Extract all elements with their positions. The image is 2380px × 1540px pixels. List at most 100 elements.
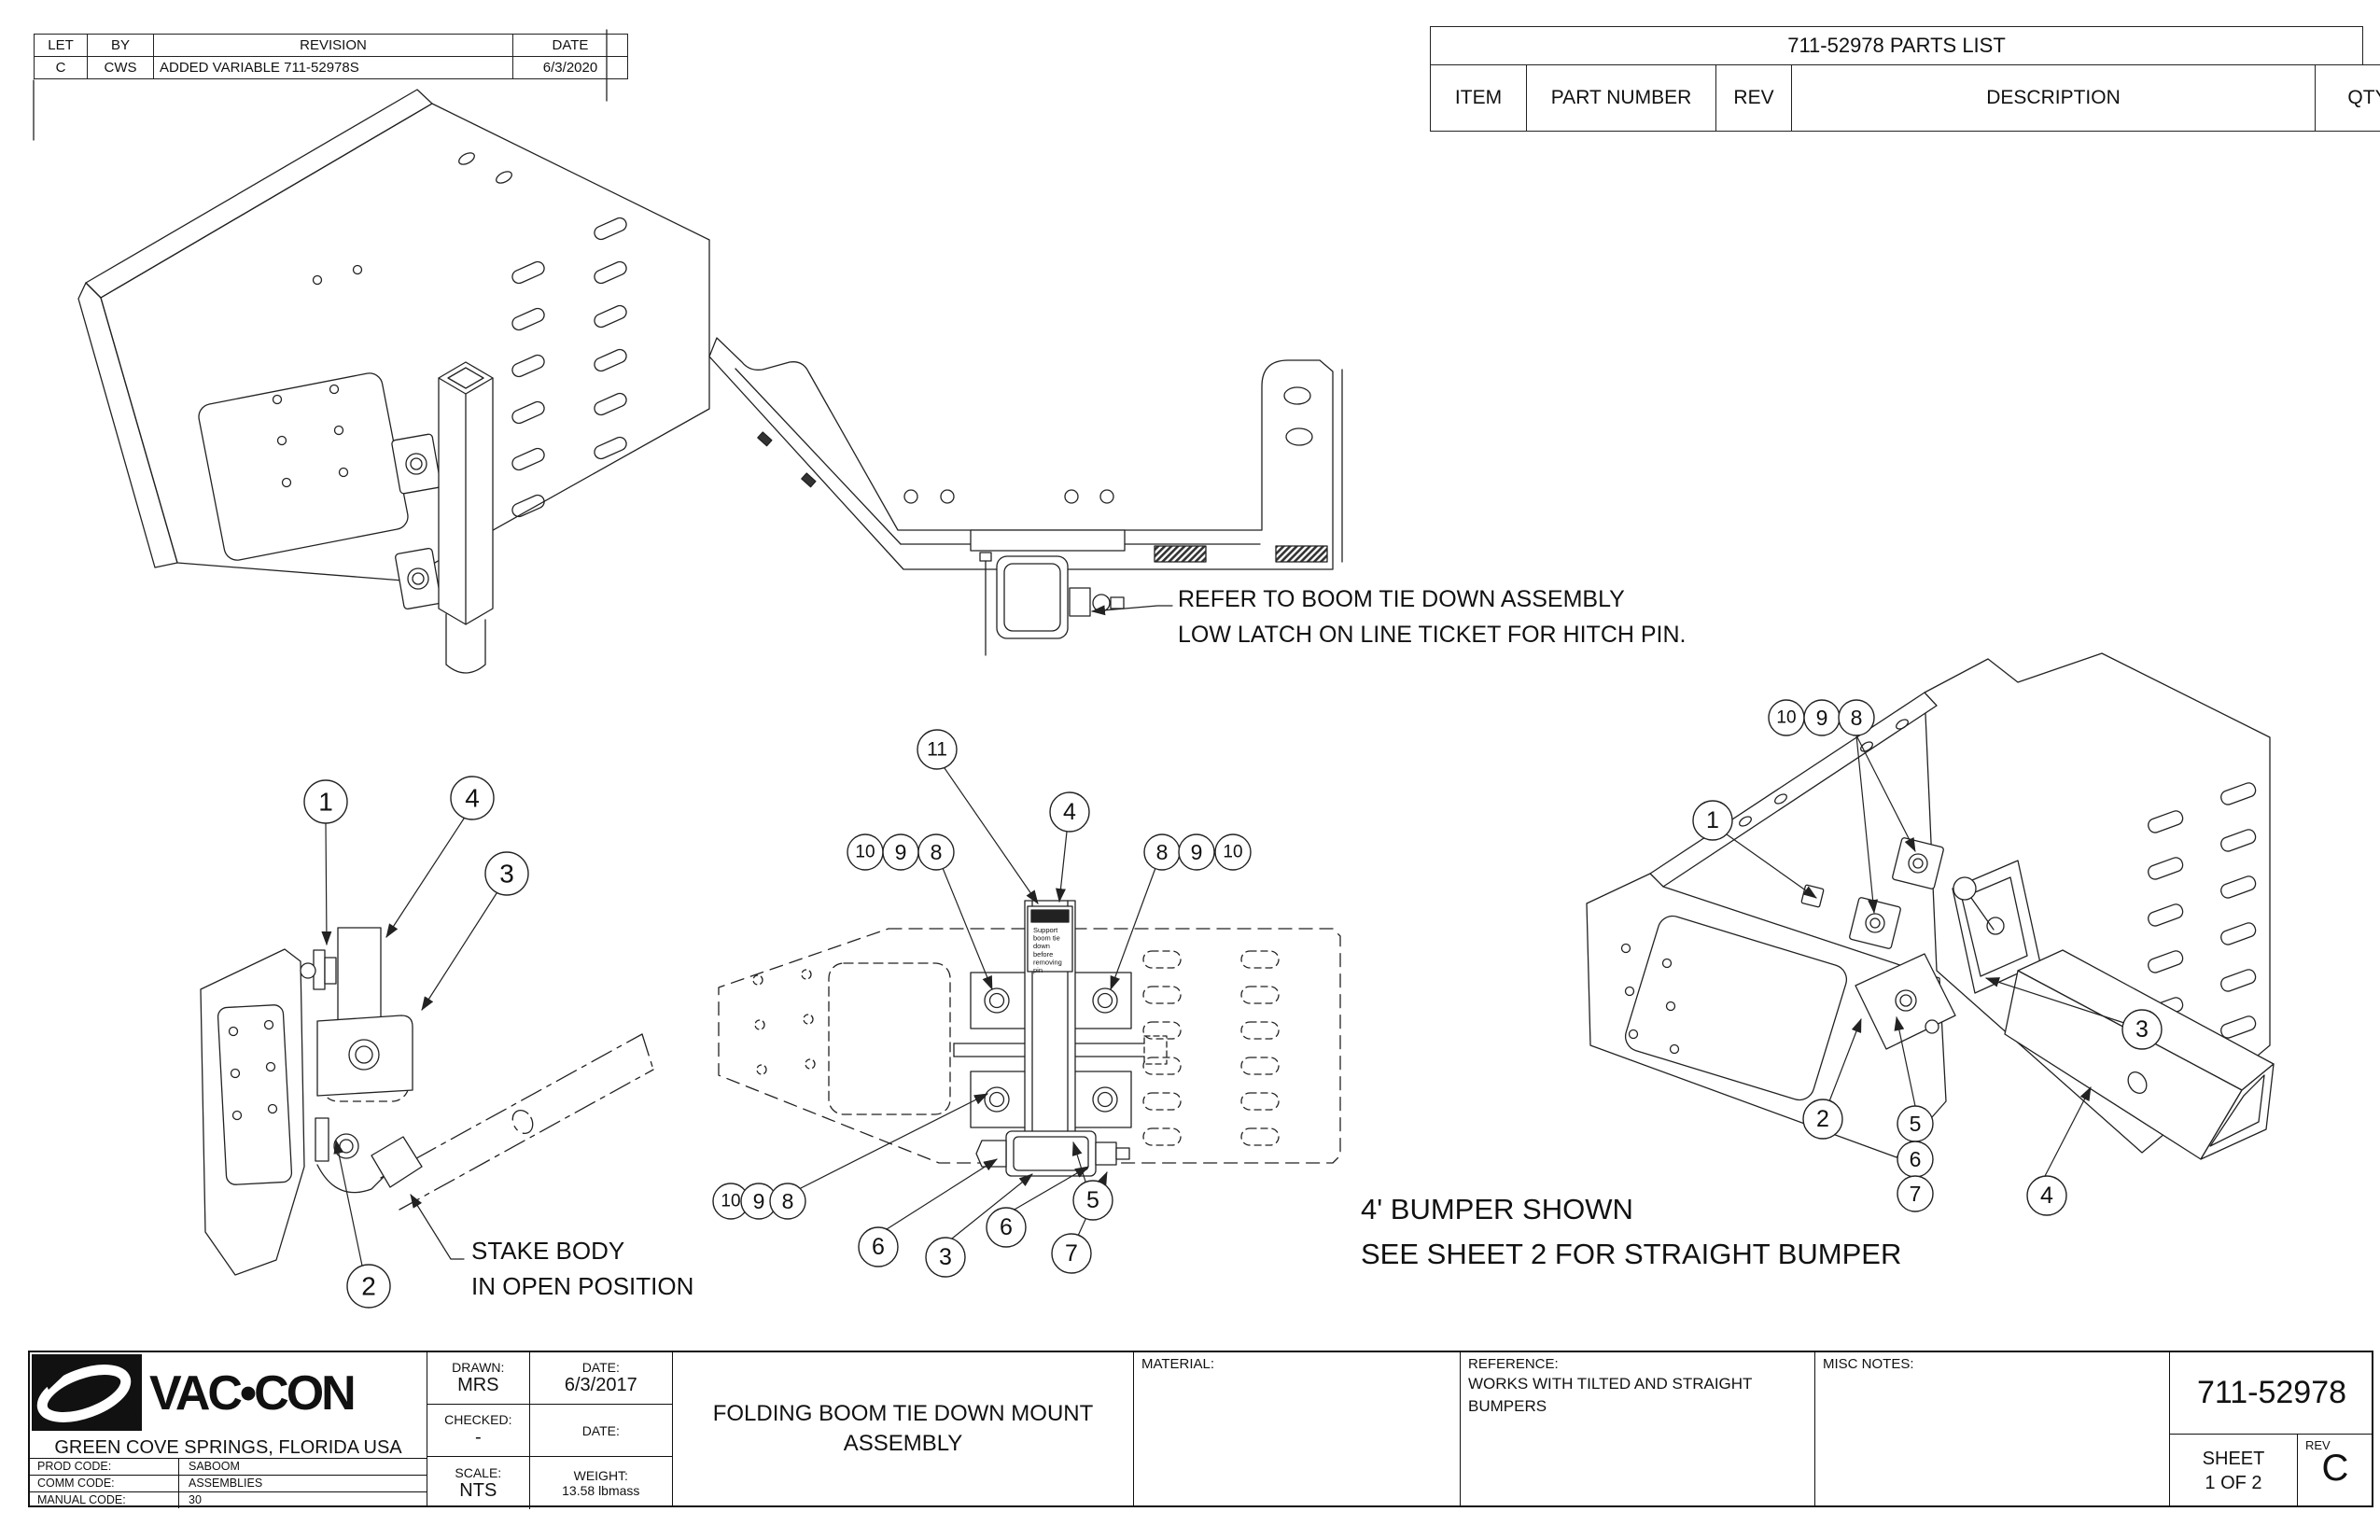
checked-row: CHECKED: - DATE:: [427, 1405, 672, 1457]
checked-date-cell: DATE:: [530, 1405, 672, 1456]
parts-col-description: DESCRIPTION: [1791, 64, 2316, 132]
decal-line: pin: [1033, 966, 1043, 974]
drawn-date-cell: DATE: 6/3/2017: [530, 1352, 672, 1404]
comm-code-label: COMM CODE:: [30, 1476, 179, 1491]
parts-col-qty: QTY: [2315, 64, 2380, 132]
drawing-title-line2: ASSEMBLY: [843, 1431, 963, 1456]
view-iso-bumper-hardware: [1586, 652, 2275, 1160]
revision-row: C CWS ADDED VARIABLE 711-52978S 6/3/2020: [34, 56, 628, 79]
balloon-6: [986, 1207, 1027, 1248]
balloon-number: 6: [872, 1234, 885, 1260]
title-block-logo-section: VAC•CON GREEN COVE SPRINGS, FLORIDA USA …: [30, 1352, 427, 1508]
balloon-11: [917, 729, 958, 770]
balloon-4: [450, 776, 495, 820]
rev-box: REV C: [2297, 1435, 2373, 1507]
reference-label: REFERENCE:: [1468, 1356, 1559, 1372]
parts-header-row: ITEM PART NUMBER REV DESCRIPTION QTY: [1430, 64, 2380, 132]
balloon-number: 4: [465, 784, 480, 813]
weight-cell: WEIGHT: 13.58 lbmass: [530, 1457, 672, 1509]
balloon-number: 5: [1086, 1187, 1099, 1213]
drawn-date-label: DATE:: [581, 1360, 620, 1375]
rev-by: CWS: [87, 56, 154, 79]
parts-col-item: ITEM: [1430, 64, 1527, 132]
code-rows: PROD CODE: SABOOM COMM CODE: ASSEMBLIES …: [30, 1459, 427, 1508]
balloon-2: [1802, 1099, 1843, 1140]
prod-code-row: PROD CODE: SABOOM: [30, 1459, 427, 1476]
note-bumper-line1: 4' BUMPER SHOWN: [1361, 1193, 1633, 1225]
rev-value: C: [2321, 1448, 2349, 1489]
manual-code-row: MANUAL CODE: 30: [30, 1492, 427, 1508]
company-logo: VAC•CON: [30, 1352, 427, 1436]
balloon-number: 4: [1063, 799, 1076, 825]
drawn-value: MRS: [457, 1375, 499, 1395]
parts-list-title: 711-52978 PARTS LIST: [1430, 26, 2363, 64]
balloon-5: [1072, 1180, 1113, 1221]
parts-list-table: ITEM PART NUMBER REV DESCRIPTION QTY: [1430, 64, 2380, 132]
balloon-1: [1692, 800, 1733, 841]
balloon-6: [858, 1226, 899, 1267]
reference-section: REFERENCE: WORKS WITH TILTED AND STRAIGH…: [1460, 1352, 1814, 1505]
view-iso-tilted-bumper: [77, 89, 710, 674]
balloon-3: [484, 851, 529, 896]
scale-value: NTS: [459, 1479, 497, 1501]
sheet-label: SHEET: [2202, 1449, 2265, 1469]
misc-notes-label: MISC NOTES:: [1823, 1356, 1914, 1372]
leader-lines: [321, 605, 2125, 1267]
drawing-number-section: 711-52978 SHEET 1 OF 2 REV C: [2169, 1352, 2373, 1507]
checked-label: CHECKED:: [444, 1412, 512, 1427]
drawing-number: 711-52978: [2170, 1352, 2373, 1435]
balloon-number: 7: [1065, 1240, 1078, 1267]
rev-col-let: LET: [34, 34, 88, 57]
balloon-4: [1049, 791, 1090, 833]
view-plan-bumper-top: [708, 337, 1343, 656]
misc-notes-section: MISC NOTES:: [1814, 1352, 2169, 1505]
note-bumper-line2: SEE SHEET 2 FOR STRAIGHT BUMPER: [1361, 1238, 1902, 1270]
drawing-title-line1: FOLDING BOOM TIE DOWN MOUNT: [712, 1401, 1094, 1426]
company-name: VAC•CON: [149, 1366, 357, 1421]
comm-code-value: ASSEMBLIES: [189, 1477, 263, 1490]
balloon-number: 10: [1223, 843, 1242, 862]
vac-con-swoosh-icon: [32, 1354, 142, 1431]
balloon-number: 6: [1000, 1214, 1013, 1240]
note-boom-tie-down-line2: LOW LATCH ON LINE TICKET FOR HITCH PIN.: [1178, 622, 1687, 648]
weight-value: 13.58 lbmass: [562, 1483, 640, 1498]
balloon-number: 7: [1910, 1182, 1922, 1206]
balloon-7: [1051, 1233, 1092, 1274]
decal-line: removing: [1033, 958, 1062, 966]
balloon-10: [1214, 833, 1252, 871]
reference-value-line2: BUMPERS: [1468, 1397, 1547, 1415]
scale-row: SCALE: NTS WEIGHT: 13.58 lbmass: [427, 1457, 672, 1509]
balloon-3: [2121, 1009, 2163, 1050]
balloon-2: [346, 1264, 391, 1309]
balloon-number: 2: [361, 1272, 376, 1301]
balloon-number: 4: [2040, 1183, 2053, 1209]
comm-code-row: COMM CODE: ASSEMBLIES: [30, 1476, 427, 1492]
balloon-number: 10: [1776, 708, 1796, 728]
sheet-box: SHEET 1 OF 2: [2170, 1435, 2297, 1507]
rev-description: ADDED VARIABLE 711-52978S: [153, 56, 513, 79]
scale-cell: SCALE: NTS: [427, 1457, 530, 1509]
drawn-row: DRAWN: MRS DATE: 6/3/2017: [427, 1352, 672, 1405]
balloon-3: [925, 1237, 966, 1278]
title-block: VAC•CON GREEN COVE SPRINGS, FLORIDA USA …: [28, 1351, 2373, 1509]
balloon-number: 11: [927, 739, 947, 761]
drawn-label: DRAWN:: [452, 1360, 505, 1375]
decal-line: down: [1033, 942, 1050, 950]
manual-code-value: 30: [189, 1493, 202, 1506]
parts-list: 711-52978 PARTS LIST ITEM PART NUMBER RE…: [1430, 26, 2380, 132]
balloon-number: 9: [1191, 840, 1203, 864]
decal-line: Support: [1033, 926, 1058, 934]
balloon-9: [1178, 833, 1215, 871]
balloon-8: [917, 833, 955, 871]
weight-label: WEIGHT:: [573, 1468, 628, 1483]
note-boom-tie-down-line1: REFER TO BOOM TIE DOWN ASSEMBLY: [1178, 586, 1625, 612]
balloon-number: 8: [782, 1189, 794, 1213]
balloon-number: 9: [895, 840, 907, 864]
scale-label: SCALE:: [455, 1464, 502, 1480]
material-label: MATERIAL:: [1141, 1356, 1215, 1372]
balloon-number: 3: [499, 860, 514, 889]
